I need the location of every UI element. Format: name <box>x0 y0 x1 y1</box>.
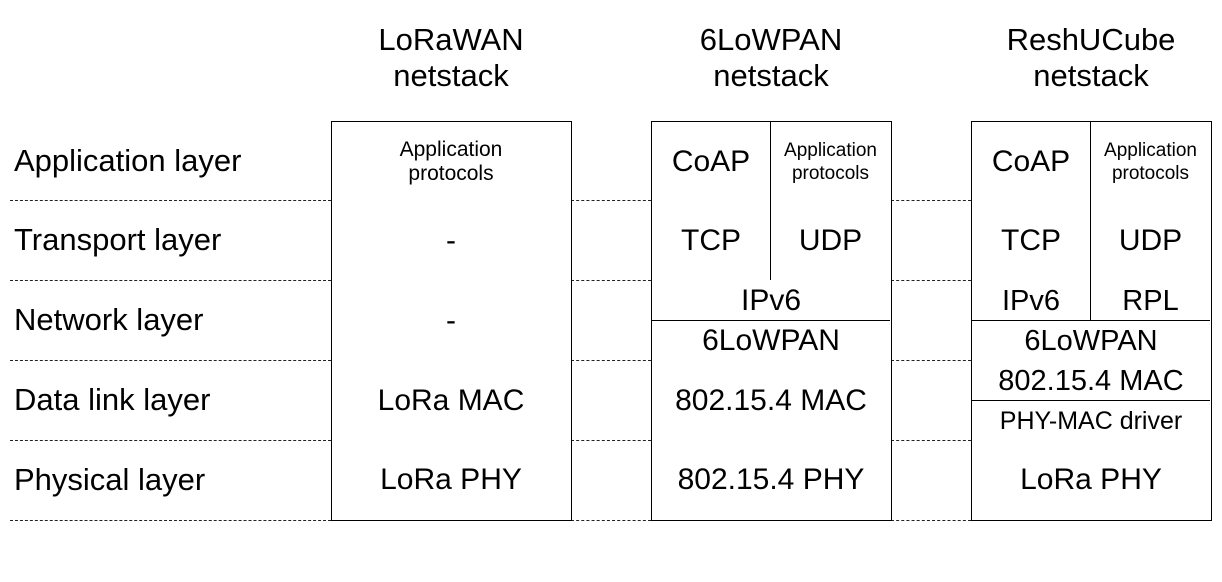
layer-label-application: Application layer <box>14 143 242 178</box>
cell-divider <box>770 122 771 280</box>
reshucube-6lowpan: 6LoWPAN <box>1024 324 1158 357</box>
lorawan-stack: Application protocols - - LoRa MAC LoRa … <box>331 121 572 521</box>
layer-separator <box>10 280 331 281</box>
reshucube-tcp: TCP <box>1001 224 1061 257</box>
layer-separator <box>571 200 651 201</box>
layer-label-network: Network layer <box>14 302 204 337</box>
layer-separator <box>891 360 971 361</box>
cell-divider <box>972 320 1210 321</box>
sixlowpan-coap: CoAP <box>671 144 751 178</box>
layer-separator <box>571 360 651 361</box>
reshucube-coap: CoAP <box>991 144 1071 178</box>
reshucube-column-title: ReshUCube netstack <box>971 22 1211 94</box>
lorawan-app-line1: Application <box>399 137 503 161</box>
lorawan-network: - <box>446 304 456 337</box>
cell-divider <box>1090 122 1091 320</box>
layer-separator <box>891 280 971 281</box>
reshucube-802154-mac: 802.15.4 MAC <box>998 364 1184 397</box>
cell-divider <box>652 320 890 321</box>
sixlowpan-tcp: TCP <box>681 224 741 257</box>
layer-separator <box>571 440 651 441</box>
sixlowpan-6lowpan: 6LoWPAN <box>702 324 840 357</box>
lorawan-lora-mac: LoRa MAC <box>377 384 525 417</box>
layer-separator <box>10 520 331 521</box>
lorawan-title-line2: netstack <box>393 58 509 93</box>
layer-separator <box>891 200 971 201</box>
sixlowpan-app-line1: Application <box>784 139 877 161</box>
cell-divider <box>972 400 1210 401</box>
lorawan-title-line1: LoRaWAN <box>378 22 524 57</box>
reshucube-app-line2: protocols <box>1111 162 1190 184</box>
lorawan-app-line2: protocols <box>408 161 494 185</box>
layer-separator <box>10 200 331 201</box>
sixlowpan-title-line2: netstack <box>713 58 829 93</box>
reshucube-application-protocols: Application protocols <box>1091 122 1210 201</box>
sixlowpan-802154-phy: 802.15.4 PHY <box>677 463 865 496</box>
lorawan-lora-phy: LoRa PHY <box>380 463 522 496</box>
reshucube-ipv6: IPv6 <box>1001 284 1061 317</box>
sixlowpan-column-title: 6LoWPAN netstack <box>651 22 891 94</box>
layer-separator <box>891 520 971 521</box>
reshucube-rpl: RPL <box>1122 284 1179 317</box>
layer-label-transport: Transport layer <box>14 222 222 257</box>
reshucube-title-line2: netstack <box>1033 58 1149 93</box>
sixlowpan-802154-mac: 802.15.4 MAC <box>675 384 867 417</box>
sixlowpan-udp: UDP <box>798 224 863 257</box>
lorawan-transport: - <box>446 224 456 257</box>
layer-label-datalink: Data link layer <box>14 382 211 417</box>
layer-separator <box>571 280 651 281</box>
reshucube-title-line1: ReshUCube <box>1006 22 1176 57</box>
sixlowpan-title-line1: 6LoWPAN <box>699 22 843 57</box>
layer-separator <box>891 440 971 441</box>
sixlowpan-stack: CoAP Application protocols TCP UDP IPv6 … <box>651 121 892 521</box>
lorawan-application-protocols: Application protocols <box>332 122 570 201</box>
reshucube-udp: UDP <box>1118 224 1183 257</box>
layer-separator <box>10 440 331 441</box>
sixlowpan-app-line2: protocols <box>791 162 870 184</box>
layer-label-physical: Physical layer <box>14 462 206 497</box>
reshucube-app-line1: Application <box>1104 139 1197 161</box>
reshucube-phy-mac-driver: PHY-MAC driver <box>999 407 1183 435</box>
layer-separator <box>571 520 651 521</box>
reshucube-lora-phy: LoRa PHY <box>1020 463 1162 496</box>
lorawan-column-title: LoRaWAN netstack <box>331 22 571 94</box>
layer-separator <box>10 360 331 361</box>
reshucube-stack: CoAP Application protocols TCP UDP IPv6 … <box>971 121 1212 521</box>
sixlowpan-ipv6: IPv6 <box>740 284 802 317</box>
sixlowpan-application-protocols: Application protocols <box>771 122 890 201</box>
